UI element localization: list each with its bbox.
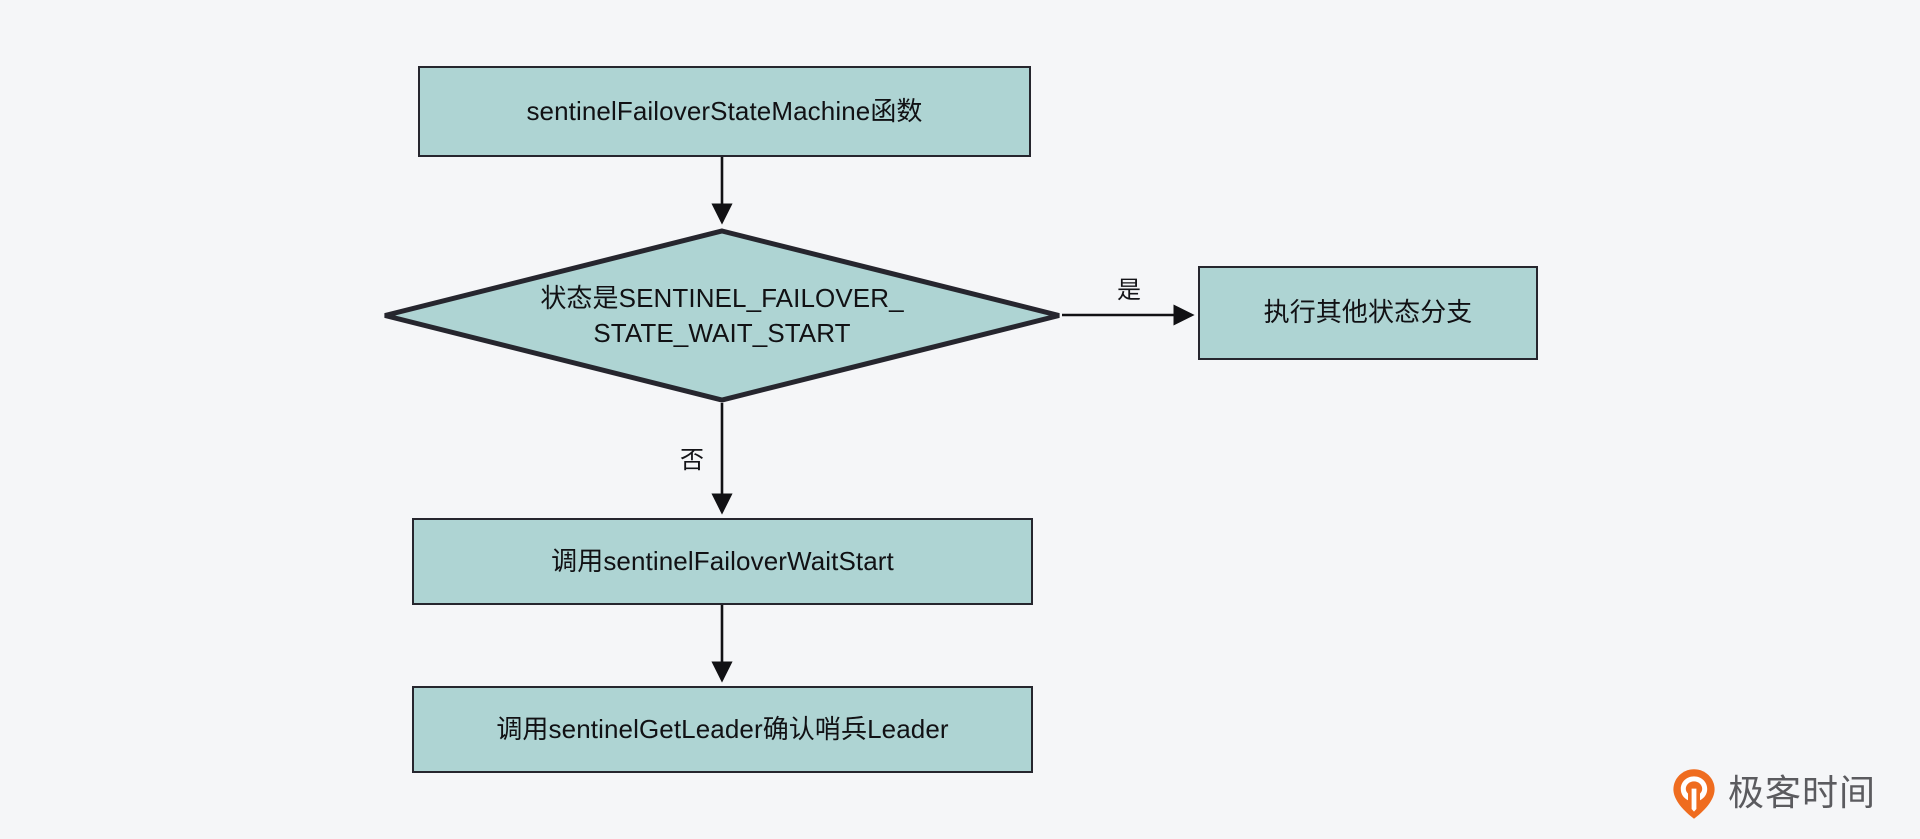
geektime-drop-logo-icon (1672, 768, 1716, 820)
flow-node-start-label: sentinelFailoverStateMachine函数 (526, 95, 923, 126)
flow-node-decision-label: 状态是SENTINEL_FAILOVER_ STATE_WAIT_START (540, 282, 904, 348)
watermark: 极客时间 (1672, 768, 1876, 820)
flow-node-other-state[interactable]: 执行其他状态分支 (1198, 266, 1538, 360)
flow-node-get-leader-label: 调用sentinelGetLeader确认哨兵Leader (496, 713, 949, 744)
flow-node-decision[interactable]: 状态是SENTINEL_FAILOVER_ STATE_WAIT_START (382, 228, 1062, 403)
flow-node-wait-start[interactable]: 调用sentinelFailoverWaitStart (412, 518, 1033, 605)
flow-node-start[interactable]: sentinelFailoverStateMachine函数 (418, 66, 1031, 157)
watermark-brand-text: 极客时间 (1728, 773, 1877, 814)
flow-node-get-leader[interactable]: 调用sentinelGetLeader确认哨兵Leader (412, 686, 1033, 773)
diamond-shape-icon (382, 228, 1062, 403)
flow-node-other-state-label: 执行其他状态分支 (1263, 297, 1473, 328)
flow-node-wait-start-label: 调用sentinelFailoverWaitStart (551, 545, 894, 576)
edge-label-no: 否 (680, 447, 704, 474)
edge-label-yes: 是 (1117, 277, 1141, 304)
